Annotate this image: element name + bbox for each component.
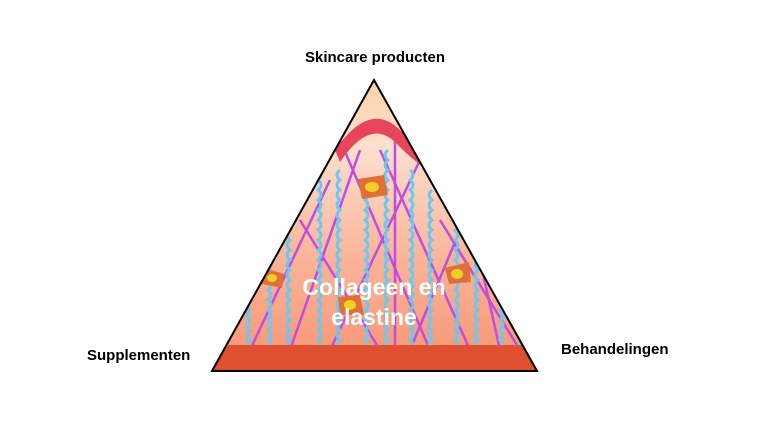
base-layer [212,345,537,371]
fibroblast-cells [262,175,471,315]
elastin-fiber [315,148,323,352]
collagen-fiber [438,219,522,351]
elastin-fiber [335,168,343,352]
label-supplements: Supplementen [87,347,191,364]
elastin-fiber [517,148,525,352]
elastin-fiber [362,188,370,352]
label-treatments: Behandelingen [561,341,669,358]
elastin-fiber [407,168,415,352]
collagen-fibers [248,139,522,351]
collagen-fiber [248,179,332,351]
collagen-fiber [408,229,462,351]
elastin-fiber [427,188,435,352]
collagen-fiber [288,149,362,351]
center-label: Collageen en elastine [302,274,446,330]
collagen-fiber [328,159,422,351]
label-skincare-products: Skincare producten [304,49,446,66]
epidermis-layer [335,118,430,172]
pyramid-outline [210,77,539,372]
skin-illustration [212,80,537,371]
